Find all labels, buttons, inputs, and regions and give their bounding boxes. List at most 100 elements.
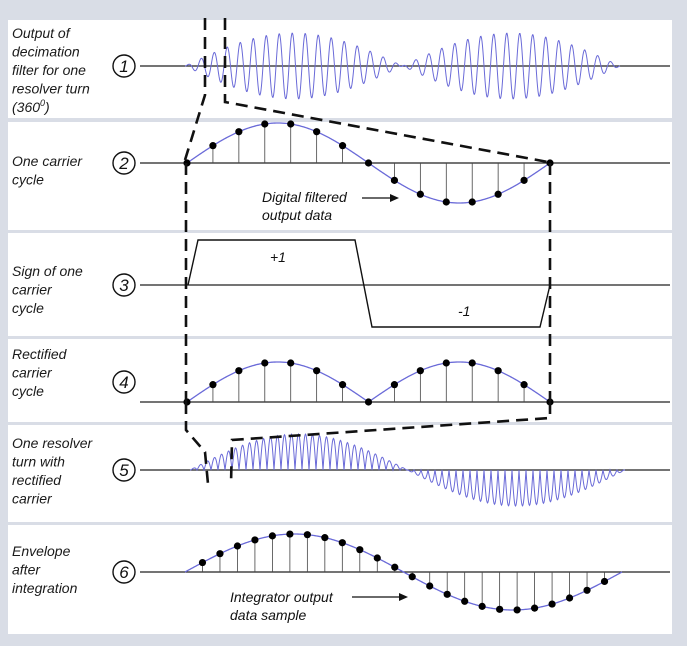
- envelope-point: [531, 604, 539, 612]
- carrier-sample-point: [520, 176, 528, 184]
- row-3-label-line: carrier: [12, 282, 53, 298]
- rectified-sample-point: [235, 367, 243, 375]
- envelope-point: [321, 534, 329, 542]
- waveform-5: [189, 432, 626, 508]
- rectified-sample-point: [209, 381, 217, 389]
- row-6-label-line: after: [12, 562, 41, 578]
- row-5-label-line: rectified: [12, 472, 62, 488]
- row-4-label-line: carrier: [12, 365, 53, 381]
- envelope-point: [286, 530, 294, 538]
- carrier-sample-point: [494, 190, 502, 198]
- zoom-line-left-top: [183, 18, 207, 161]
- envelope-point: [548, 600, 556, 608]
- rectified-sample-point: [364, 398, 373, 406]
- rectified-sample-point: [468, 359, 476, 367]
- circle-3-number: 3: [119, 276, 129, 295]
- carrier-sample-point: [390, 176, 399, 184]
- envelope-point: [496, 605, 504, 613]
- circle-3: 3: [112, 273, 136, 297]
- rectified-sample-point: [442, 359, 450, 367]
- rectified-sample-point: [338, 381, 347, 389]
- row-2-label-line: cycle: [12, 172, 44, 188]
- row-4-label-line: Rectified: [12, 346, 68, 362]
- row-4-label-line: cycle: [12, 383, 44, 399]
- carrier-sample-point: [468, 198, 476, 206]
- carrier-sample-point: [313, 128, 321, 136]
- row-2-label-line: One carrier: [12, 153, 83, 169]
- sign-waveform: [187, 239, 551, 328]
- integrator-line2: data sample: [230, 607, 306, 623]
- minus-one-label: -1: [458, 303, 470, 319]
- circle-5-number: 5: [119, 461, 129, 480]
- sign-square-wave: [187, 239, 551, 328]
- waveform-1: [184, 32, 621, 100]
- rectified-sample-point: [520, 381, 528, 389]
- rectified-sample-point: [287, 359, 295, 367]
- row-5-label-line: One resolver: [12, 435, 93, 451]
- row-3-label-line: cycle: [12, 300, 44, 316]
- row-1-label-line: filter for one: [12, 62, 86, 78]
- envelope-point: [600, 577, 609, 586]
- envelope-point: [356, 546, 364, 554]
- row-1-label-angle: (3600): [12, 98, 50, 115]
- envelope-point: [338, 539, 346, 547]
- circle-1-number: 1: [119, 57, 128, 76]
- envelope-point: [513, 606, 521, 614]
- carrier-sample-point: [209, 142, 217, 150]
- panel-2: [8, 122, 672, 230]
- circle-2-number: 2: [118, 154, 129, 173]
- rectified-sample-point: [390, 381, 399, 389]
- rectified-sample-point: [494, 367, 502, 375]
- carrier-sample-point: [364, 159, 373, 167]
- circle-1: 1: [112, 54, 136, 78]
- row-6-label-line: Envelope: [12, 543, 71, 559]
- zoom-lines: [183, 18, 552, 485]
- envelope-point: [461, 597, 469, 605]
- annotations: Digital filtered output data +1 -1 Integ…: [230, 189, 470, 623]
- rectified-sample-point: [261, 359, 269, 367]
- carrier-sample-point: [261, 120, 269, 128]
- zoom-line-left-bottom: [184, 402, 210, 485]
- rectified-resolver-turn-waveform: [189, 432, 626, 508]
- watermark: 知乎 @起名太难了: [505, 611, 630, 629]
- digital-filtered-line2: output data: [262, 207, 332, 223]
- row-6-label-line: integration: [12, 580, 78, 596]
- panel-1: [8, 20, 672, 118]
- envelope-point: [303, 531, 311, 539]
- row-1-label-line: Output of: [12, 25, 72, 41]
- integrator-line1: Integrator output: [230, 589, 334, 605]
- envelope-point: [233, 542, 242, 550]
- circle-6: 6: [112, 560, 136, 584]
- envelope-point: [478, 602, 486, 610]
- decimation-filter-waveform: [184, 32, 621, 100]
- envelope-point: [583, 586, 591, 594]
- circle-5: 5: [112, 458, 136, 482]
- envelope-point: [373, 554, 381, 562]
- carrier-cycle-samples: [183, 120, 554, 206]
- zoom-line-right-top: [223, 18, 549, 164]
- envelope-point: [443, 590, 451, 598]
- row-3-label-line: Sign of one: [12, 263, 83, 279]
- envelope-point: [565, 594, 574, 602]
- circle-2: 2: [112, 151, 136, 175]
- envelope-point: [268, 532, 276, 540]
- carrier-sample-point: [338, 142, 347, 150]
- digital-filtered-line1: Digital filtered: [262, 189, 348, 205]
- envelope-point: [426, 582, 434, 590]
- envelope-point: [251, 536, 259, 544]
- carrier-sample-point: [416, 190, 424, 198]
- plus-one-label: +1: [270, 249, 286, 265]
- envelope-point: [391, 563, 399, 571]
- row-5-label-line: turn with: [12, 454, 65, 470]
- carrier-sample-point: [442, 198, 450, 206]
- digital-filtered-arrowhead: [390, 194, 399, 202]
- row-1-label-line: decimation: [12, 44, 80, 60]
- panel-4: [8, 339, 672, 422]
- envelope-point: [198, 558, 207, 567]
- rectified-sample-point: [313, 367, 321, 375]
- zoom-line-right-bottom: [229, 402, 552, 485]
- carrier-sample-point: [287, 120, 295, 128]
